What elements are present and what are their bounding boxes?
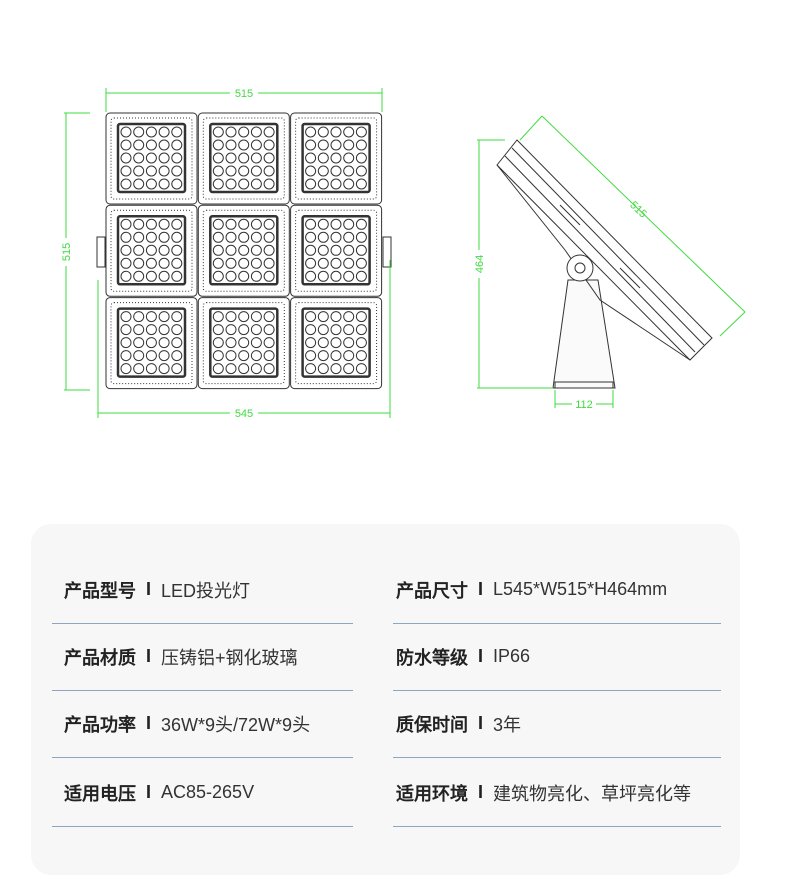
spec-label: 质保时间 [396, 714, 468, 735]
spec-value: AC85-265V [161, 782, 255, 802]
front-width-dimension: 515 [235, 88, 253, 100]
side-length-dimension: 515 [627, 199, 649, 220]
spec-separator: I [146, 579, 152, 599]
spec-label: 适用电压 [64, 783, 136, 804]
front-height-dimension: 515 [61, 243, 73, 261]
spec-row: 适用电压 I AC85-265V [52, 759, 353, 827]
spec-row: 质保时间 I 3年 [393, 690, 721, 758]
spec-separator: I [478, 646, 484, 666]
front-view-drawing [96, 112, 392, 390]
spec-separator: I [478, 782, 484, 802]
led-module [290, 112, 383, 205]
spec-row: 适用环境 I 建筑物亮化、草坪亮化等 [393, 759, 721, 827]
spec-label: 防水等级 [396, 647, 468, 668]
spec-label: 产品材质 [64, 647, 136, 668]
led-module [197, 297, 290, 390]
technical-drawing: 515 515 545 464 112 515 [59, 86, 746, 420]
led-module [197, 112, 290, 205]
base-width-dimension: 112 [575, 399, 593, 411]
led-module [105, 297, 198, 390]
led-module [105, 112, 198, 205]
spec-card [31, 524, 740, 875]
spec-label: 产品功率 [64, 714, 136, 735]
spec-value: 36W*9头/72W*9头 [161, 714, 311, 735]
spec-value: 压铸铝+钢化玻璃 [161, 647, 298, 668]
spec-separator: I [146, 646, 152, 666]
spec-row: 产品型号 I LED投光灯 [52, 556, 353, 624]
spec-separator: I [478, 713, 484, 733]
led-module [290, 297, 383, 390]
spec-label: 产品尺寸 [396, 580, 468, 601]
side-view-drawing [496, 139, 713, 389]
spec-value: IP66 [493, 646, 531, 666]
spec-label: 产品型号 [64, 580, 136, 601]
led-module [197, 204, 290, 297]
spec-separator: I [478, 579, 484, 599]
spec-value: 3年 [493, 714, 522, 735]
spec-value: 建筑物亮化、草坪亮化等 [493, 783, 692, 804]
spec-row: 产品功率 I 36W*9头/72W*9头 [52, 690, 353, 758]
spec-value: LED投光灯 [161, 580, 251, 601]
spec-row: 产品尺寸 I L545*W515*H464mm [393, 556, 721, 624]
spec-row: 防水等级 I IP66 [393, 623, 721, 691]
spec-separator: I [146, 713, 152, 733]
overall-width-dimension: 545 [235, 408, 253, 420]
led-module [105, 204, 198, 297]
side-height-dimension: 464 [474, 255, 486, 273]
spec-row: 产品材质 I 压铸铝+钢化玻璃 [52, 623, 353, 691]
spec-value: L545*W515*H464mm [493, 579, 668, 599]
spec-label: 适用环境 [396, 783, 468, 804]
led-module [290, 204, 383, 297]
spec-separator: I [146, 782, 152, 802]
